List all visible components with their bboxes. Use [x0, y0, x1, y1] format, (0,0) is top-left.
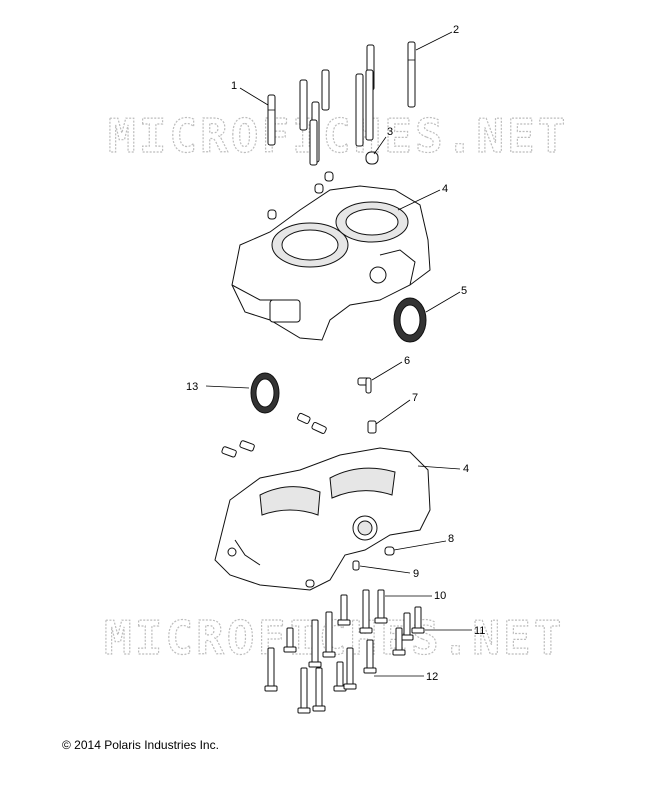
fitting-item-6: [357, 377, 372, 394]
callout-13: 13: [186, 381, 198, 393]
callout-4-lower: 4: [463, 463, 469, 475]
callout-4-upper: 4: [442, 183, 448, 195]
copyright-text: © 2014 Polaris Industries Inc.: [62, 738, 219, 752]
callout-2: 2: [453, 24, 459, 36]
callout-6: 6: [404, 355, 410, 367]
plug-item-8: [384, 546, 395, 556]
callout-7: 7: [412, 392, 418, 404]
callout-12: 12: [426, 671, 438, 683]
dowel-item-7: [367, 420, 377, 434]
lower-crankcase: [214, 447, 431, 591]
leader-lines: [205, 31, 472, 677]
callouts: 1 2 3 4 5 6 13 7 4 8 9 10 11 12: [186, 24, 485, 683]
callout-3: 3: [387, 126, 393, 138]
watermark-top: MICROFICHES.NET: [108, 109, 568, 163]
seal-item-13: [250, 372, 280, 414]
seal-item-5: [393, 297, 427, 343]
callout-5: 5: [461, 285, 467, 297]
callout-1: 1: [231, 80, 237, 92]
plug-item-9: [352, 560, 360, 571]
callout-9: 9: [413, 568, 419, 580]
small-fittings: [221, 412, 327, 458]
stud-item-1: [267, 94, 276, 146]
upper-studs: [267, 41, 416, 166]
callout-11: 11: [474, 625, 485, 637]
upper-crankcase: [231, 185, 431, 341]
callout-8: 8: [448, 533, 454, 545]
callout-10: 10: [434, 590, 446, 602]
lower-bolts: [264, 589, 425, 714]
dowel-item-3: [267, 151, 379, 220]
stud-item-2: [407, 41, 416, 108]
